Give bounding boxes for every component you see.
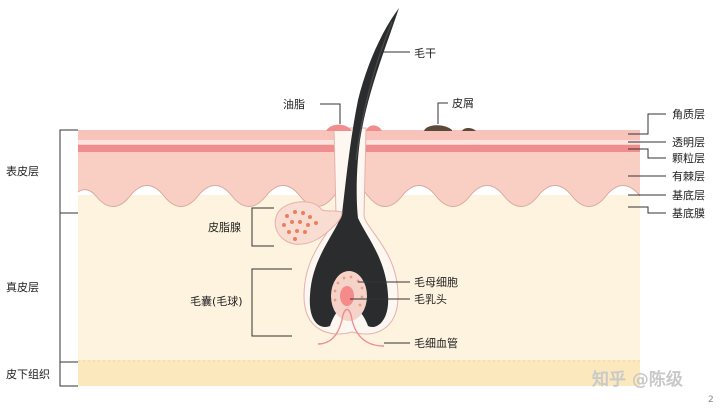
subcutis-layer: [78, 360, 640, 386]
page-number: 2: [708, 395, 714, 405]
label-stratum-basale: 基底层: [672, 188, 705, 202]
epidermis-bracket: [59, 129, 78, 214]
matrix-cell-dots: [333, 275, 364, 307]
sebum-drop-2: [366, 125, 382, 131]
leader-basement-membrane: [628, 206, 666, 214]
sebum-drop: [326, 124, 352, 131]
leader-stratum-granulosum: [628, 148, 666, 159]
dermal-papilla: [340, 286, 354, 306]
label-capillary: 毛细血管: [414, 336, 458, 350]
subcutis-bracket: [59, 361, 78, 387]
label-stratum-lucidum: 透明层: [672, 136, 705, 149]
label-follicle: 毛囊(毛球): [190, 294, 243, 308]
label-stratum-spinosum: 有棘层: [672, 169, 705, 183]
label-dander: 皮屑: [452, 97, 474, 110]
label-hair-shaft: 毛干: [414, 47, 436, 60]
dander-flake-2: [462, 128, 476, 131]
leader-sebum: [320, 103, 341, 124]
capillary-vessel: [317, 308, 385, 347]
leader-stratum-corneum: [628, 113, 666, 135]
label-epidermis: 表皮层: [6, 164, 39, 178]
hair-shaft: [309, 8, 399, 327]
label-matrix-cells: 毛母细胞: [414, 276, 458, 289]
watermark: 知乎 @陈级: [591, 369, 683, 390]
label-stratum-corneum: 角质层: [672, 108, 705, 121]
leader-dander: [437, 102, 448, 124]
label-sebum: 油脂: [283, 97, 305, 111]
label-sebaceous-gland: 皮脂腺: [208, 220, 241, 234]
leader-sebaceous-gland: [251, 207, 274, 247]
hair-highlight: [355, 21, 393, 161]
sebaceous-gland: [274, 201, 343, 245]
label-dermis: 真皮层: [6, 280, 39, 294]
label-papilla: 毛乳头: [414, 293, 447, 306]
label-stratum-granulosum: 颗粒层: [672, 151, 705, 165]
dermis-bracket: [59, 212, 78, 363]
dander-flake: [424, 125, 452, 131]
sebaceous-gland-dots: [282, 210, 318, 241]
label-subcutis: 皮下组织: [6, 367, 50, 381]
leader-follicle: [251, 268, 292, 337]
label-basement-membrane: 基底膜: [672, 206, 705, 220]
